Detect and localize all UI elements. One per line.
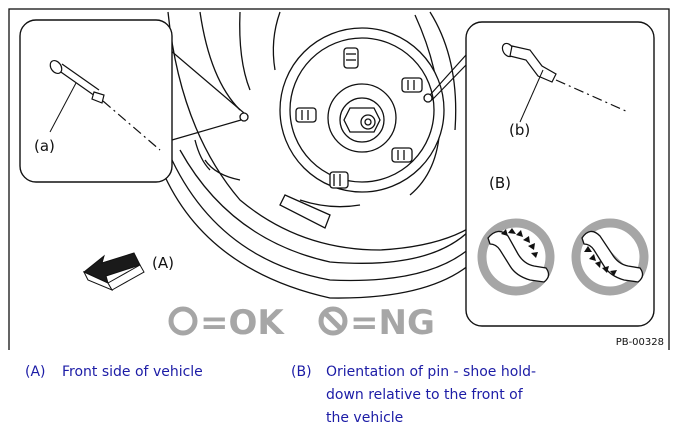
pin-location-a bbox=[239, 112, 249, 122]
ng-orientation bbox=[571, 218, 649, 296]
caption-a: (A) Front side of vehicle bbox=[25, 361, 285, 385]
front-arrow-icon bbox=[82, 252, 145, 292]
detail-box-a: (a) bbox=[19, 19, 173, 183]
ok-label: =OK bbox=[200, 303, 285, 343]
figure-frame bbox=[8, 8, 670, 350]
ok-ng-legend: =OK =NG bbox=[168, 303, 435, 343]
wheel-studs bbox=[295, 47, 423, 189]
caption-a-text: Front side of vehicle bbox=[62, 364, 203, 380]
label-pin-b: (b) bbox=[509, 121, 530, 139]
caption-a-key: (A) bbox=[25, 364, 46, 380]
figure-id: PB-00328 bbox=[616, 337, 664, 348]
ng-label: =NG bbox=[350, 303, 435, 343]
caption-b-line-3: the vehicle bbox=[326, 410, 404, 426]
caption-b-line-2: down relative to the front of bbox=[326, 387, 523, 403]
ng-prohibited-icon bbox=[318, 306, 348, 336]
ok-circle-icon bbox=[168, 306, 198, 336]
label-B: (B) bbox=[489, 174, 511, 192]
ok-orientation bbox=[477, 218, 555, 296]
label-pin-a: (a) bbox=[34, 137, 55, 155]
detail-box-b: (b) (B) bbox=[465, 21, 655, 327]
pin-location-b bbox=[423, 93, 433, 103]
caption-b-line-1: Orientation of pin - shoe hold- bbox=[326, 364, 537, 380]
brake-figure: (a) (b) (B) bbox=[8, 8, 670, 350]
label-A-arrow: (A) bbox=[152, 254, 174, 272]
caption-b: (B) Orientation of pin - shoe hold- down… bbox=[291, 361, 591, 431]
hold-down-pin-b bbox=[501, 42, 629, 123]
caption-b-key: (B) bbox=[291, 364, 312, 380]
backing-plate bbox=[161, 11, 501, 299]
hold-down-pin-a bbox=[49, 59, 161, 151]
